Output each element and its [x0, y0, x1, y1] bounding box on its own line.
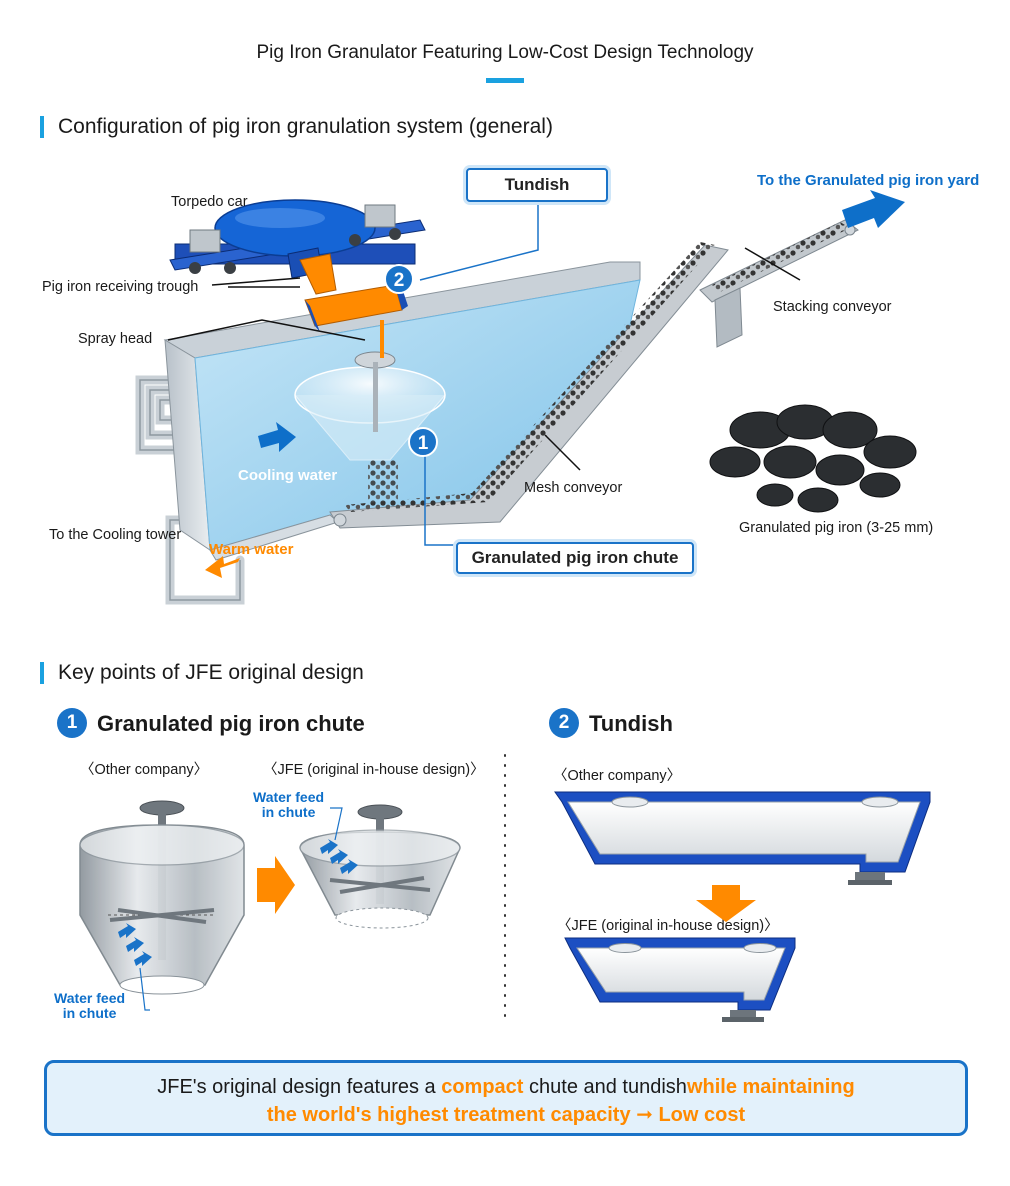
other-company-tundish	[554, 791, 931, 885]
stacking-conveyor-label: Stacking conveyor	[773, 299, 892, 315]
other-company-chute	[79, 800, 245, 1011]
to-cooling-tower-label: To the Cooling tower	[49, 527, 182, 543]
point2-title: Tundish	[589, 711, 673, 736]
chute-other-company-label: 〈Other company〉	[80, 762, 209, 778]
chute-callout: Granulated pig iron chute	[456, 542, 694, 574]
spray-head-label: Spray head	[78, 331, 153, 347]
trough-and-tundish-illustration	[287, 247, 408, 332]
jfe-chute	[299, 804, 461, 929]
torpedo-car-label: Torpedo car	[171, 194, 248, 210]
tundish-callout: Tundish	[466, 168, 608, 202]
mesh-conveyor-illustration	[329, 242, 729, 529]
to-yard-label: To the Granulated pig iron yard	[757, 172, 980, 189]
tundish-improvement-arrow	[696, 885, 756, 922]
warm-water-label: Warm water	[209, 541, 294, 558]
title-underline	[486, 78, 524, 83]
page-title: Pig Iron Granulator Featuring Low-Cost D…	[256, 42, 754, 63]
granulated-pig-iron-lumps	[709, 404, 917, 513]
key-points-heading: Key points of JFE original design	[40, 662, 364, 684]
leader-lines	[167, 195, 801, 546]
granulation-system-illustration	[135, 190, 917, 605]
tundish-other-company-label: 〈Other company〉	[553, 768, 682, 784]
mesh-conveyor-label: Mesh conveyor	[524, 480, 623, 496]
cooling-water-arrow	[258, 422, 296, 452]
granulated-product-label: Granulated pig iron (3-25 mm)	[739, 520, 934, 536]
summary-line-1: JFE's original design features a compact…	[157, 1076, 855, 1098]
to-yard-arrow	[842, 190, 905, 228]
summary-box: JFE's original design features a compact…	[44, 1060, 968, 1136]
cooling-water-label: Cooling water	[238, 467, 338, 484]
warm-water-arrow	[205, 556, 240, 578]
badge-tundish: 2	[384, 264, 414, 294]
tundish-jfe-label: 〈JFE (original in-house design)〉	[557, 918, 779, 934]
config-section-heading: Configuration of pig iron granulation sy…	[40, 116, 553, 138]
stacking-conveyor-illustration	[699, 219, 859, 348]
right-arrow-icon: ➞	[636, 1104, 653, 1126]
point2-badge: 2	[549, 708, 579, 738]
other-water-feed-label: Water feed in chute	[54, 990, 126, 1021]
chute-jfe-label: 〈JFE (original in-house design)〉	[263, 762, 485, 778]
badge-chute: 1	[408, 427, 438, 457]
jfe-tundish	[564, 937, 796, 1022]
chute-improvement-arrow	[257, 856, 295, 914]
jfe-water-feed-label: Water feed in chute	[253, 789, 325, 820]
receiving-trough-label: Pig iron receiving trough	[42, 279, 199, 295]
point1-badge: 1	[57, 708, 87, 738]
summary-line-2: the world's highest treatment capacity ➞…	[266, 1104, 746, 1126]
key-points-illustration	[79, 754, 931, 1026]
point1-title: Granulated pig iron chute	[97, 711, 365, 736]
